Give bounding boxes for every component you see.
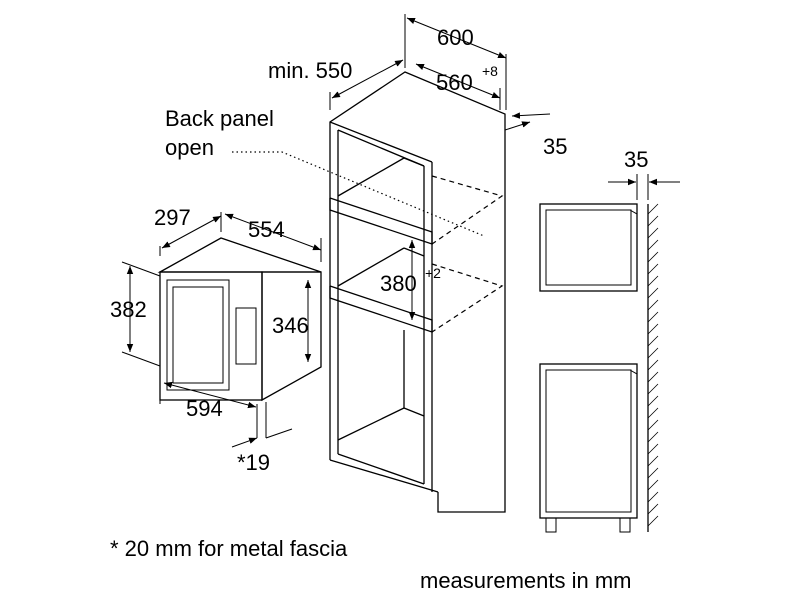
cabinet-dimensions [232, 14, 551, 320]
dim-380: 380 [380, 271, 417, 296]
fascia-note: * 20 mm for metal fascia [110, 536, 348, 561]
microwave-side [261, 271, 322, 402]
dim-297: 297 [154, 205, 191, 230]
units-note: measurements in mm [420, 568, 632, 593]
dim-19: *19 [237, 450, 270, 475]
dim-346: 346 [272, 313, 309, 338]
dim-554: 554 [248, 217, 285, 242]
dim-382: 382 [110, 297, 147, 322]
dim-min-550: min. 550 [268, 58, 352, 83]
microwave-dimensions [121, 212, 322, 448]
wall-hatching [647, 203, 659, 527]
side-view-drawing [539, 174, 680, 533]
cabinet-drawing [329, 71, 506, 513]
back-panel-label-line1: Back panel [165, 106, 274, 131]
dim-560-tolerance: +8 [482, 63, 498, 79]
microwave-top [157, 237, 322, 273]
dim-560: 560 [436, 70, 473, 95]
dim-594: 594 [186, 396, 223, 421]
microwave-front [159, 271, 263, 401]
dim-35-side: 35 [624, 147, 648, 172]
back-panel-label-line2: open [165, 135, 214, 160]
dim-35-top: 35 [543, 134, 567, 159]
dim-600: 600 [437, 25, 474, 50]
dim-380-tolerance: +2 [425, 265, 441, 281]
